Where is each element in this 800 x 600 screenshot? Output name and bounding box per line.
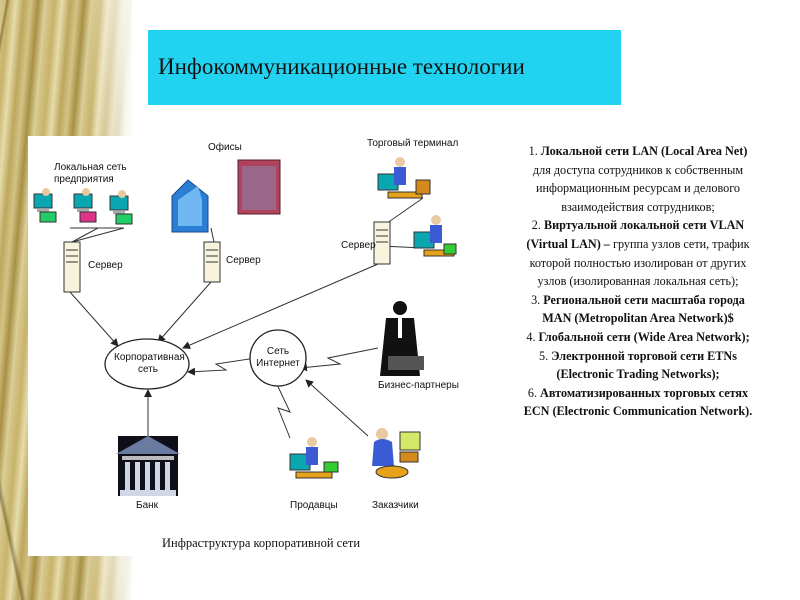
title-banner: Инфокоммуникационные технологии bbox=[148, 30, 621, 105]
office-buildings bbox=[171, 159, 281, 233]
diagram-graphics bbox=[33, 157, 457, 496]
business-partner-figure bbox=[380, 301, 424, 376]
label-corporate-net: Корпоративная сеть bbox=[114, 352, 185, 375]
list-item-2: 2. Виртуальной локальной сети VLAN (Virt… bbox=[526, 218, 750, 289]
customers-figure bbox=[372, 428, 421, 479]
label-internet: Сеть Интернет bbox=[256, 346, 300, 369]
list-item-5: 5. Электронной торговой сети ETNs (Elect… bbox=[539, 348, 737, 382]
connector-lines bbox=[69, 197, 424, 439]
network-diagram: Локальная сеть предприятия Офисы Торговы… bbox=[28, 136, 510, 556]
label-server-1: Сервер bbox=[88, 260, 123, 271]
corporate-net-ellipse bbox=[104, 338, 190, 390]
list-item-3: 3. Региональной сети масштаба города MAN… bbox=[531, 292, 745, 326]
label-bank: Банк bbox=[136, 500, 159, 511]
trade-terminals bbox=[377, 157, 457, 257]
internet-circle bbox=[249, 329, 307, 387]
list-item-6: 6. Автоматизированных торговых сетях ECN… bbox=[523, 385, 753, 419]
lan-workstations bbox=[33, 188, 133, 225]
label-sellers: Продавцы bbox=[290, 500, 338, 511]
label-offices: Офисы bbox=[208, 142, 242, 153]
technologies-list: 1. Локальной сети LAN (Local Area Net) д… bbox=[520, 142, 756, 421]
label-server-2: Сервер bbox=[226, 255, 261, 266]
label-trade-terminal: Торговый терминал bbox=[367, 138, 459, 149]
bank-building bbox=[116, 436, 180, 496]
label-business-partners: Бизнес-партнеры bbox=[378, 380, 459, 391]
label-server-3: Сервер bbox=[341, 240, 376, 251]
label-customers: Заказчики bbox=[372, 500, 419, 511]
server-icons bbox=[63, 221, 391, 293]
sellers-figure bbox=[289, 437, 339, 479]
slide-title: Инфокоммуникационные технологии bbox=[158, 54, 525, 79]
list-item-4: 4. Глобальной сети (Wide Area Network); bbox=[526, 329, 750, 344]
list-item-1: 1. Локальной сети LAN (Local Area Net) д… bbox=[528, 144, 748, 214]
diagram-caption: Инфраструктура корпоративной сети bbox=[162, 536, 361, 550]
label-lan: Локальная сеть предприятия bbox=[54, 162, 127, 185]
